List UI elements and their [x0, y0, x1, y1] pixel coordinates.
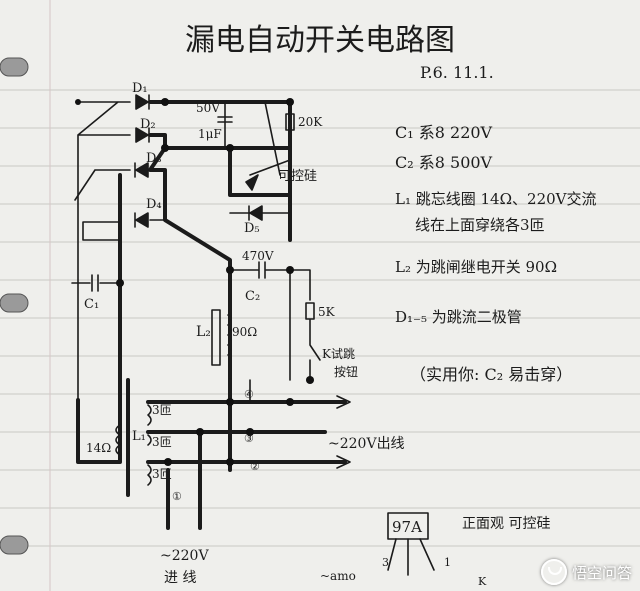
chip-pin-3: 3	[382, 556, 389, 569]
diode-d5	[248, 205, 263, 221]
label-d4: D₄	[146, 197, 162, 212]
scr-symbol	[245, 174, 259, 191]
wukong-logo-icon	[540, 559, 567, 585]
chip-note: 正面观 可控硅	[462, 516, 550, 532]
label-output: ~220V出线	[328, 436, 405, 452]
chip-anode-note: ~amo	[320, 569, 356, 583]
label-1uf: 1μF	[198, 127, 222, 141]
date-note: P.6. 11.1.	[420, 63, 494, 82]
label-node-4: ④	[244, 388, 254, 401]
diode-d1	[135, 94, 150, 110]
capacitor-1uf	[217, 116, 233, 123]
page-title: 漏电自动开关电路图	[185, 23, 455, 58]
junction-dots	[75, 98, 314, 466]
label-20k: 20K	[298, 115, 323, 129]
diode-d3	[134, 162, 149, 178]
label-scr: 可控硅	[278, 169, 317, 184]
note-l1: L₁ 跳忘线圈 14Ω、220V交流	[395, 190, 597, 208]
label-k-button-2: 按钮	[334, 364, 358, 379]
label-d1: D₁	[132, 81, 148, 96]
label-c2: C₂	[245, 289, 260, 304]
label-k-button: K试跳	[322, 346, 355, 361]
resistor-5k	[305, 302, 315, 320]
binder-rings	[0, 57, 29, 555]
coil-l1	[115, 404, 152, 486]
note-c2: C₂ 系8 500V	[395, 153, 493, 172]
label-turns-1: 3匝	[152, 403, 172, 417]
note-c1: C₁ 系8 220V	[395, 123, 493, 142]
label-input-line: 进 线	[164, 570, 196, 586]
label-470v: 470V	[242, 249, 274, 263]
chip-pin-1: 1	[444, 556, 451, 569]
label-14ohm: 14Ω	[86, 441, 111, 455]
resistor-20k	[285, 113, 295, 131]
label-input-voltage: ~220V	[160, 548, 209, 564]
label-turns-2: 3匝	[152, 435, 172, 449]
note-l1-cont: 线在上面穿绕各3匝	[415, 216, 545, 234]
label-l2: L₂	[196, 324, 211, 340]
label-90ohm: 90Ω	[232, 325, 257, 339]
note-practical: （实用你: C₂ 易击穿）	[410, 365, 572, 384]
label-d2: D₂	[140, 117, 156, 132]
component-labels: D₁ D₂ D₃ D₄ D₅ 50V 1μF 20K 可控硅 470V C₂ C…	[84, 81, 405, 586]
note-diodes: D₁₋₅ 为跳流二极管	[395, 308, 522, 326]
watermark: 悟空问答	[540, 559, 632, 585]
label-5k: 5K	[318, 305, 336, 319]
diode-d2	[135, 127, 150, 143]
label-turns-3: 3匝	[152, 467, 172, 481]
label-node-3: ③	[244, 432, 254, 445]
label-node-1: ①	[172, 490, 182, 503]
label-node-2: ②	[250, 460, 260, 473]
label-50v: 50V	[196, 101, 220, 115]
chip-label: 97A	[392, 518, 422, 536]
capacitor-c2	[258, 261, 266, 279]
label-c1: C₁	[84, 297, 99, 312]
diode-d4	[134, 212, 149, 228]
coil-l2	[211, 309, 232, 366]
note-l2: L₂ 为跳闸继电开关 90Ω	[395, 258, 557, 276]
label-d5: D₅	[244, 221, 260, 236]
label-d3: D₃	[146, 151, 162, 166]
label-l1: L₁	[132, 429, 146, 444]
capacitor-c1	[91, 274, 99, 292]
watermark-text: 悟空问答	[571, 563, 632, 582]
chip-pin-k: K	[478, 575, 487, 588]
scr-package-diagram: 97A 正面观 可控硅 ~amo 3 1 K	[320, 512, 550, 588]
